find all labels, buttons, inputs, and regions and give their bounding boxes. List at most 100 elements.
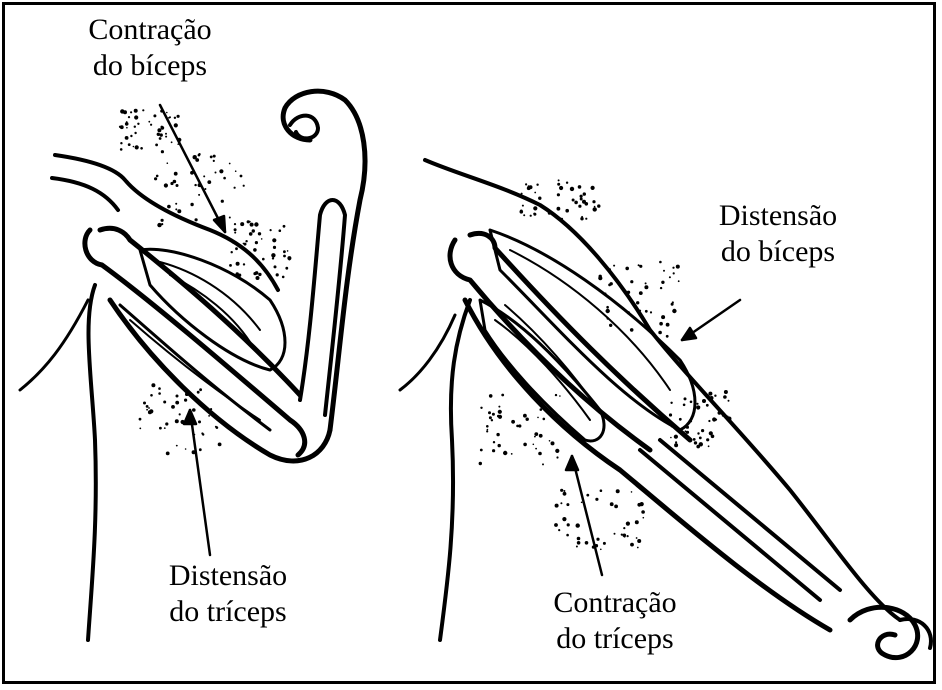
stipple-dot — [683, 404, 686, 407]
stipple-dot — [554, 523, 558, 527]
stipple-dot — [539, 434, 543, 438]
stipple-dot — [637, 539, 641, 543]
stipple-dot — [666, 335, 669, 338]
stipple-dot — [674, 443, 678, 447]
stipple-dot — [218, 443, 222, 447]
stipple-dot — [559, 186, 563, 190]
stipple-dot — [176, 445, 178, 447]
stipple-dot — [153, 114, 156, 117]
stipple-dot — [724, 390, 728, 394]
stipple-dot — [287, 250, 289, 252]
stipple-dot — [283, 225, 286, 228]
stipple-dot — [157, 133, 160, 136]
stipple-dot — [243, 185, 245, 187]
stipple-dot — [616, 489, 620, 493]
stipple-dot — [709, 431, 713, 435]
stipple-dot — [536, 184, 538, 186]
stipple-dot — [159, 137, 162, 140]
stipple-dot — [491, 419, 493, 421]
stipple-dot — [272, 238, 276, 242]
stipple-dot — [706, 404, 709, 407]
stipple-dot — [708, 392, 712, 396]
stipple-dot — [708, 420, 710, 422]
stipple-dot — [727, 417, 731, 421]
stipple-dot — [198, 194, 200, 196]
stipple-dot — [253, 248, 257, 252]
stipple-dot — [576, 546, 578, 548]
stipple-dot — [192, 450, 196, 454]
stipple-dot — [596, 538, 599, 541]
stipple-dot — [496, 433, 499, 436]
stipple-dot — [146, 405, 149, 408]
stipple-dot — [125, 122, 129, 126]
stipple-dot — [199, 448, 202, 451]
stipple-dot — [177, 209, 181, 213]
stipple-dot — [557, 193, 560, 196]
stipple-dot — [557, 207, 561, 211]
stipple-dot — [555, 449, 559, 453]
stipple-dot — [213, 219, 215, 221]
stipple-dot — [135, 145, 139, 149]
stipple-dot — [498, 444, 501, 447]
stipple-dot — [696, 403, 698, 405]
stipple-dot — [198, 420, 201, 423]
stipple-dot — [693, 438, 696, 441]
stipple-dot — [195, 158, 199, 162]
stipple-dot — [215, 172, 217, 174]
stipple-dot — [210, 408, 212, 410]
stipple-dot — [498, 406, 500, 408]
stipple-dot — [728, 400, 730, 402]
stipple-dot — [630, 543, 634, 547]
stipple-dot — [195, 218, 198, 221]
stipple-dot — [580, 198, 583, 201]
stipple-dot — [192, 419, 194, 421]
stipple-dot — [661, 315, 665, 319]
stipple-dot — [577, 541, 581, 545]
stipple-dot — [666, 323, 670, 327]
stipple-dot — [555, 394, 557, 396]
stipple-dot — [614, 505, 618, 509]
stipple-dot — [488, 411, 491, 414]
stipple-dot — [282, 276, 285, 279]
stipple-dot — [167, 205, 171, 209]
stipple-dot — [567, 523, 570, 526]
stipple-dot — [581, 216, 583, 218]
stipple-dot — [594, 206, 596, 208]
stipple-dot — [511, 453, 513, 455]
stipple-dot — [563, 490, 565, 492]
stipple-dot — [190, 171, 194, 175]
stipple-dot — [641, 510, 645, 514]
stipple-dot — [125, 136, 129, 140]
stipple-dot — [480, 449, 483, 452]
stipple-dot — [243, 243, 245, 245]
stipple-dot — [669, 413, 672, 416]
stipple-dot — [223, 177, 226, 180]
stipple-dot — [591, 186, 595, 190]
stipple-dot — [684, 397, 687, 400]
stipple-dot — [576, 523, 580, 527]
stipple-dot — [533, 213, 536, 216]
stipple-dot — [128, 116, 130, 118]
stipple-dot — [161, 126, 164, 129]
stipple-dot — [605, 293, 607, 295]
stipple-dot — [240, 175, 243, 178]
stipple-dot — [486, 430, 488, 432]
stipple-dot — [258, 273, 261, 276]
stipple-dot — [173, 180, 177, 184]
stipple-dot — [213, 160, 215, 162]
stipple-dot — [638, 264, 640, 266]
stipple-dot — [639, 291, 643, 295]
stipple-dot — [551, 441, 555, 445]
stipple-dot — [197, 391, 200, 394]
stipple-dot — [213, 155, 216, 158]
stipple-dot — [258, 232, 261, 235]
stipple-dot — [207, 180, 211, 184]
stipple-dot — [523, 443, 527, 447]
stipple-dot — [184, 399, 187, 402]
stipple-dot — [188, 422, 190, 424]
stipple-dot — [614, 533, 616, 535]
stipple-dot — [555, 504, 559, 508]
stipple-dot — [158, 387, 161, 390]
stipple-dot — [167, 162, 169, 164]
stipple-dot — [637, 547, 639, 549]
